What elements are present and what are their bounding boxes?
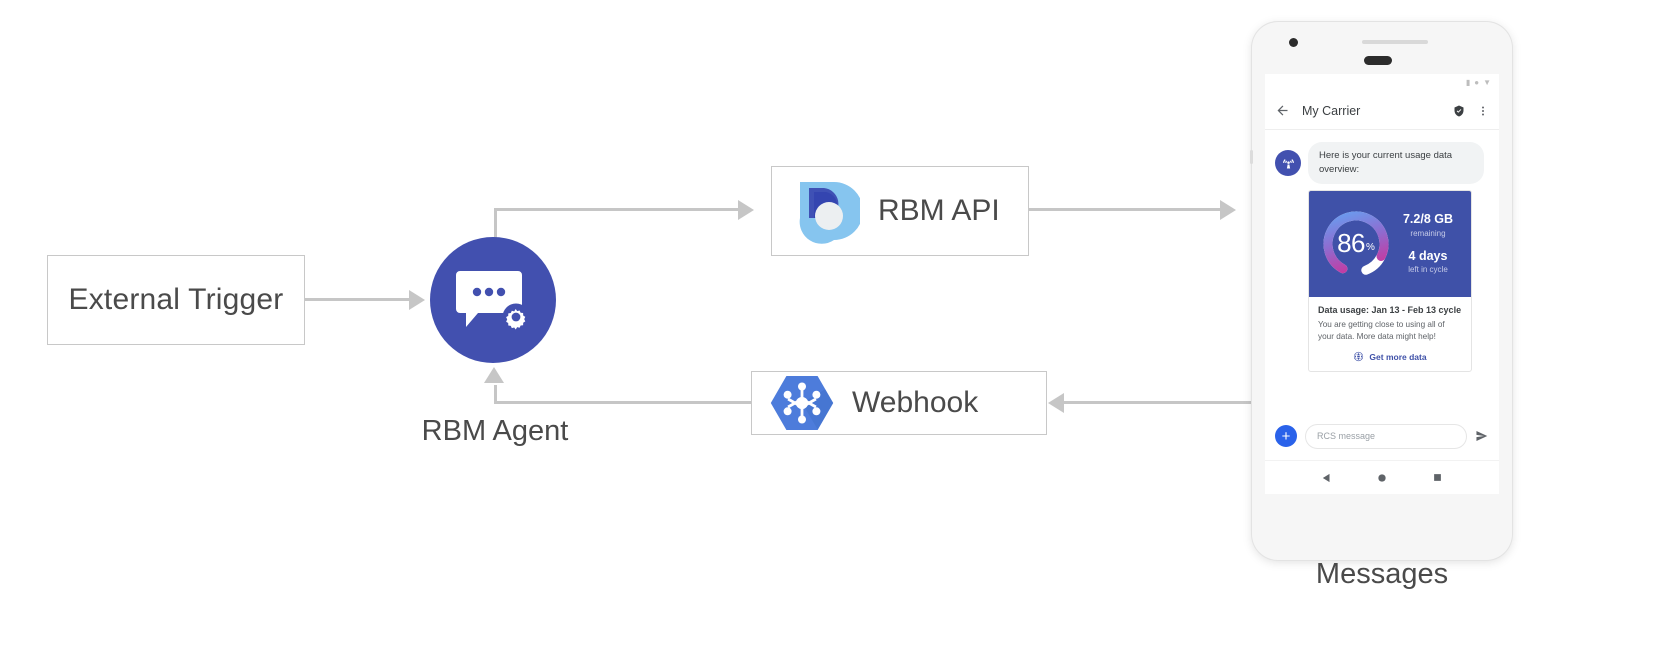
rcs-input-placeholder: RCS message [1317, 431, 1376, 441]
phone-power-button[interactable] [1250, 150, 1253, 164]
phone-device: ▮ ● ▼ My Carrier [1250, 22, 1512, 560]
gauge-number: 86 [1337, 228, 1365, 259]
get-more-data-label: Get more data [1369, 351, 1427, 362]
message-composer: + RCS message [1265, 416, 1499, 456]
messages-label: Messages [1315, 558, 1449, 590]
arrowhead-agent-to-api [738, 200, 754, 220]
phone-screen: ▮ ● ▼ My Carrier [1265, 74, 1499, 494]
nav-back-triangle-icon[interactable] [1322, 473, 1332, 483]
usage-gauge: 86 % [1319, 207, 1393, 281]
node-rbm-api[interactable]: RBM API [771, 166, 1029, 256]
arrowhead-trigger-to-agent [409, 290, 425, 310]
stat-data-remaining: 7.2/8 GB remaining [1395, 211, 1461, 238]
connector-agent-up [494, 208, 497, 248]
phone-camera-icon [1289, 38, 1298, 47]
rich-card[interactable]: 86 % 7.2/8 GB remaining 4 days le [1308, 189, 1472, 373]
webhook-label: Webhook [852, 386, 979, 419]
arrowhead-phone-to-webhook [1048, 393, 1064, 413]
card-description: You are getting close to using all of yo… [1318, 319, 1445, 341]
app-bar-title: My Carrier [1302, 103, 1361, 118]
get-more-data-button[interactable]: Get more data [1318, 351, 1462, 362]
globe-icon [1353, 351, 1364, 362]
card-title: Data usage: Jan 13 - Feb 13 cycle [1318, 304, 1462, 315]
hero-stats: 7.2/8 GB remaining 4 days left in cycle [1393, 211, 1461, 275]
wifi-icon: ● [1474, 78, 1480, 87]
rbm-api-label: RBM API [878, 194, 1000, 227]
connector-agent-up-from-webhook [494, 385, 497, 403]
phone-earpiece-speaker [1364, 56, 1392, 65]
rcs-message-input[interactable]: RCS message [1305, 423, 1467, 449]
connector-agent-to-api [494, 208, 739, 211]
battery-icon: ▼ [1483, 78, 1491, 87]
rbm-agent-label: RBM Agent [421, 415, 569, 447]
gauge-value: 86 % [1319, 207, 1393, 281]
chat-gear-icon [456, 267, 530, 333]
arrowhead-webhook-to-agent [484, 367, 504, 383]
external-trigger-label: External Trigger [68, 283, 284, 316]
phone-sensor-bar [1362, 40, 1428, 44]
card-hero: 86 % 7.2/8 GB remaining 4 days le [1309, 190, 1471, 297]
status-bar: ▮ ● ▼ [1265, 74, 1499, 92]
more-vertical-icon[interactable] [1477, 105, 1489, 117]
verified-shield-icon [1453, 105, 1465, 117]
card-body: Data usage: Jan 13 - Feb 13 cycle You ar… [1309, 297, 1471, 372]
incoming-message-row: Here is your current usage data overview… [1275, 142, 1489, 184]
phone-bezel-top [1252, 22, 1512, 74]
connector-api-to-phone [1029, 208, 1221, 211]
rbm-api-droplet-icon [790, 176, 860, 246]
stat-data-value: 7.2/8 GB [1402, 211, 1454, 226]
arrowhead-api-to-phone [1220, 200, 1236, 220]
connector-phone-to-webhook [1064, 401, 1258, 404]
signal-icon: ▮ [1465, 78, 1471, 87]
webhook-hexagon-icon [770, 374, 834, 432]
stat-data-caption: remaining [1410, 228, 1446, 238]
stat-days-caption: left in cycle [1408, 265, 1448, 275]
android-nav-bar [1265, 460, 1499, 494]
node-rbm-agent[interactable] [430, 237, 556, 363]
rbm-agent-circle [430, 237, 556, 363]
message-bubble-text: Here is your current usage data overview… [1308, 142, 1484, 184]
gauge-unit: % [1366, 242, 1375, 254]
node-webhook[interactable]: Webhook [751, 371, 1047, 435]
node-external-trigger[interactable]: External Trigger [47, 255, 305, 345]
carrier-antenna-icon [1275, 150, 1301, 176]
connector-webhook-to-agent [494, 401, 752, 404]
conversation-area: Here is your current usage data overview… [1265, 130, 1499, 454]
stat-days-left: 4 days left in cycle [1395, 248, 1461, 275]
nav-home-circle-icon[interactable] [1377, 473, 1387, 483]
app-bar: My Carrier [1265, 92, 1499, 130]
send-icon[interactable] [1475, 429, 1489, 443]
plus-icon[interactable]: + [1275, 425, 1297, 447]
back-arrow-icon[interactable] [1275, 103, 1290, 118]
nav-recents-square-icon[interactable] [1433, 473, 1442, 482]
stat-days-value: 4 days [1408, 248, 1448, 263]
connector-trigger-to-agent [305, 298, 410, 301]
